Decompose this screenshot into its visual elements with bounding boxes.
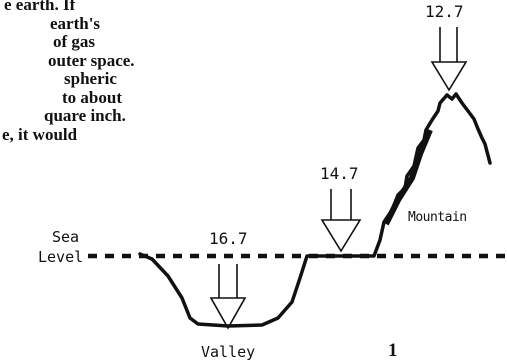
- text-line-5: spheric: [64, 69, 117, 88]
- body-text-fragment: e earth. If earth's of gas outer space. …: [0, 0, 330, 144]
- text-line-2: earth's: [50, 13, 101, 33]
- mountain-pressure-label: 12.7: [425, 2, 464, 21]
- plateau-pressure-label: 14.7: [320, 164, 359, 183]
- level-label: Level: [38, 248, 84, 266]
- text-line-1: e earth. If: [4, 0, 76, 14]
- page-number: 1: [388, 340, 398, 361]
- mountain-slope-shading: [383, 128, 433, 226]
- text-line-8: e, it would: [2, 124, 78, 144]
- mountain-pressure-arrow: [430, 27, 468, 92]
- plateau-pressure-arrow: [320, 189, 362, 253]
- mountain-label: Mountain: [408, 210, 467, 225]
- text-line-3: of gas: [53, 32, 96, 51]
- sea-label: Sea: [52, 228, 80, 246]
- text-line-4: outer space.: [48, 50, 135, 70]
- valley-label: Valley: [201, 343, 256, 361]
- text-line-7: quare inch.: [44, 106, 126, 125]
- text-line-6: to about: [62, 87, 122, 107]
- valley-pressure-label: 16.7: [209, 229, 248, 248]
- valley-pressure-arrow: [209, 264, 247, 330]
